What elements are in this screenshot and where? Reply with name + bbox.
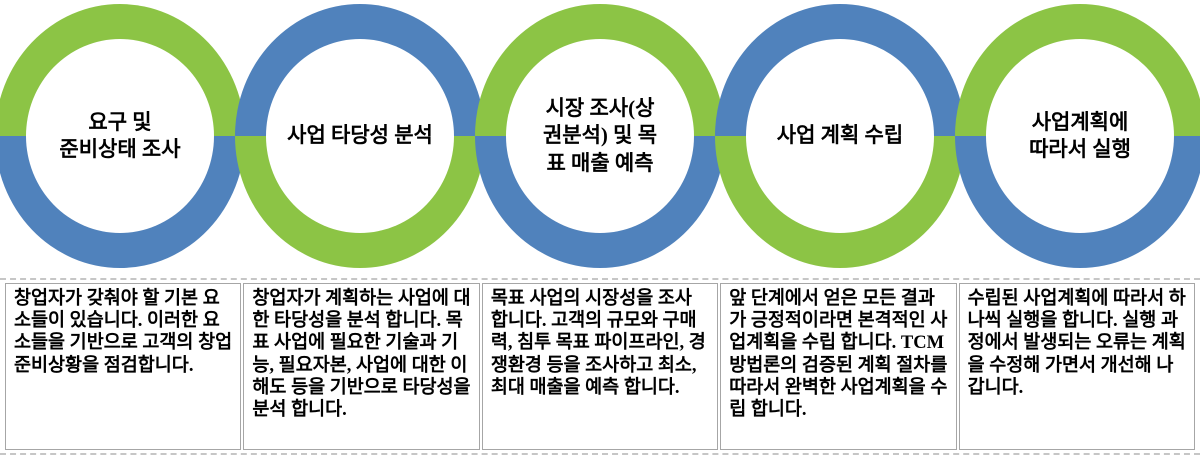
step-2-circle-inner: 사업 타당성 분석 [266,39,454,233]
step-3-circle-inner: 시장 조사(상 권분석) 및 목 표 매출 예측 [506,39,694,233]
step-1-circle-inner: 요구 및 준비상태 조사 [26,39,214,233]
step-circles-row: 요구 및 준비상태 조사 사업 타당성 분석 시장 조사(상 권분석) 및 목 … [0,0,1200,278]
description-row: 창업자가 갖춰야 할 기본 요소들이 있습니다. 이러한 요소들을 기반으로 고… [0,283,1200,450]
step-1-description: 창업자가 갖춰야 할 기본 요소들이 있습니다. 이러한 요소들을 기반으로 고… [14,289,233,376]
step-5-description-box: 수립된 사업계획에 따라서 하나씩 실행을 합니다. 실행 과정에서 발생되는 … [958,283,1196,450]
step-1-description-box: 창업자가 갖춰야 할 기본 요소들이 있습니다. 이러한 요소들을 기반으로 고… [5,283,242,450]
step-4: 사업 계획 수립 [715,0,965,278]
step-1: 요구 및 준비상태 조사 [0,0,245,278]
step-2-description-box: 창업자가 계획하는 사업에 대한 타당성을 분석 합니다. 목표 사업에 필요한… [243,283,480,450]
dashed-divider-top [0,278,1200,280]
step-2: 사업 타당성 분석 [235,0,485,278]
dashed-divider-bottom [0,453,1200,455]
step-1-circle: 요구 및 준비상태 조사 [0,4,245,268]
step-3-description: 목표 사업의 시장성을 조사 합니다. 고객의 규모와 구매력, 침투 목표 파… [490,289,706,398]
step-4-description-box: 앞 단계에서 얻은 모든 결과가 긍정적이라면 본격적인 사업계획을 수립 합니… [720,283,957,450]
step-3: 시장 조사(상 권분석) 및 목 표 매출 예측 [475,0,725,278]
step-5-title: 사업계획에 따라서 실행 [1029,109,1131,161]
step-2-circle: 사업 타당성 분석 [235,4,485,268]
step-3-title: 시장 조사(상 권분석) 및 목 표 매출 예측 [542,96,658,175]
step-4-circle: 사업 계획 수립 [715,4,965,268]
step-4-circle-inner: 사업 계획 수립 [746,39,934,233]
step-5-circle: 사업계획에 따라서 실행 [955,4,1200,268]
step-4-description: 앞 단계에서 얻은 모든 결과가 긍정적이라면 본격적인 사업계획을 수립 합니… [729,289,948,420]
step-1-title: 요구 및 준비상태 조사 [59,109,181,161]
step-3-circle: 시장 조사(상 권분석) 및 목 표 매출 예측 [475,4,725,268]
step-4-title: 사업 계획 수립 [776,123,904,148]
step-5-circle-inner: 사업계획에 따라서 실행 [986,39,1174,233]
step-2-description: 창업자가 계획하는 사업에 대한 타당성을 분석 합니다. 목표 사업에 필요한… [252,289,471,420]
step-5: 사업계획에 따라서 실행 [955,0,1200,278]
step-3-description-box: 목표 사업의 시장성을 조사 합니다. 고객의 규모와 구매력, 침투 목표 파… [481,283,719,450]
step-2-title: 사업 타당성 분석 [287,123,433,148]
step-5-description: 수립된 사업계획에 따라서 하나씩 실행을 합니다. 실행 과정에서 발생되는 … [967,289,1186,398]
